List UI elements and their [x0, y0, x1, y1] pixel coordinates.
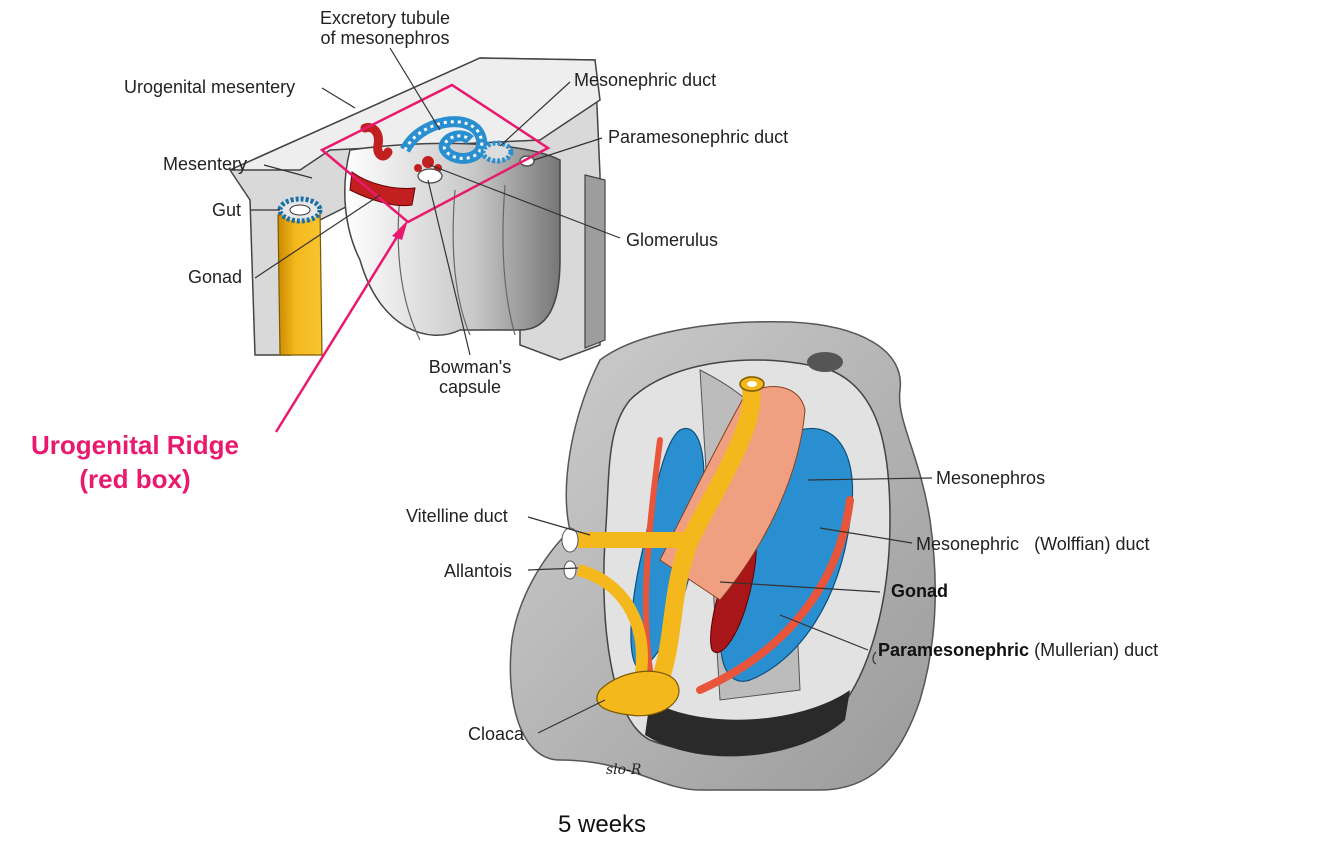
urogenital-ridge-annotation: Urogenital Ridge (red box) [10, 428, 260, 496]
label-mesonephric: Mesonephric [916, 534, 1020, 554]
label-bowmans-line2: capsule [438, 377, 502, 397]
label-excretory-tubule-line1: Excretory tubule [319, 8, 451, 28]
cavity-floor [645, 690, 850, 757]
mesonephric-duct-shape [696, 496, 854, 694]
yellow-gut [651, 376, 761, 689]
label-bowmans-capsule: Bowman's capsule [415, 357, 525, 397]
annotation-line2: (red box) [79, 464, 191, 494]
label-mullerian-duct: (Mullerian) duct [1034, 640, 1159, 660]
caption-5-weeks: 5 weeks [558, 811, 647, 838]
label-excretory-tubule-line2: of mesonephros [320, 28, 450, 48]
label-mesentery: Mesentery [163, 154, 248, 174]
label-vitelline-duct: Vitelline duct [406, 506, 508, 526]
label-mesonephric-duct-top: Mesonephric duct [574, 70, 717, 90]
label-glomerulus: Glomerulus [626, 230, 719, 250]
top-surface [229, 57, 601, 171]
gonad-ridge [349, 171, 416, 207]
label-paramesonephric-duct: Paramesonephric (Mullerian) duct [878, 640, 1158, 660]
urogenital-ridge-arrow [274, 220, 408, 433]
bowmans-capsule-shape [417, 168, 443, 184]
label-bowmans-line1: Bowman's [428, 357, 512, 377]
label-allantois: Allantois [444, 561, 513, 581]
label-gonad-bottom: Gonad [891, 581, 948, 601]
mesonephric-duct-ring [480, 140, 514, 164]
label-excretory-tubule: Excretory tubule of mesonephros [300, 8, 470, 48]
label-wolffian-duct: (Wolffian) duct [1034, 534, 1150, 554]
label-paramesonephric-duct-top: Paramesonephric duct [608, 127, 789, 147]
label-mesonephric-duct: Mesonephric (Wolffian) duct [916, 534, 1149, 554]
label-mesonephros: Mesonephros [936, 468, 1046, 488]
cross-section-diagram [228, 47, 621, 361]
annotation-line1: Urogenital Ridge [30, 430, 239, 460]
cloaca-shape [596, 670, 680, 717]
top-leader-lines [250, 47, 621, 356]
label-urogenital-mesentery: Urogenital mesentery [124, 77, 296, 97]
artist-signature: slo-R [606, 762, 642, 778]
urogenital-ridge-box [319, 83, 551, 224]
label-gonad-top: Gonad [188, 267, 243, 287]
label-paramesonephric: Paramesonephric [878, 640, 1030, 660]
ridge-columns [344, 142, 561, 337]
yellow-tube [277, 209, 323, 356]
red-vessel [360, 123, 393, 161]
label-gut: Gut [212, 200, 242, 220]
bottom-leader-lines [527, 477, 933, 734]
embryo-diagram [509, 321, 936, 791]
right-wall [584, 174, 606, 349]
label-cloaca: Cloaca [468, 724, 525, 744]
